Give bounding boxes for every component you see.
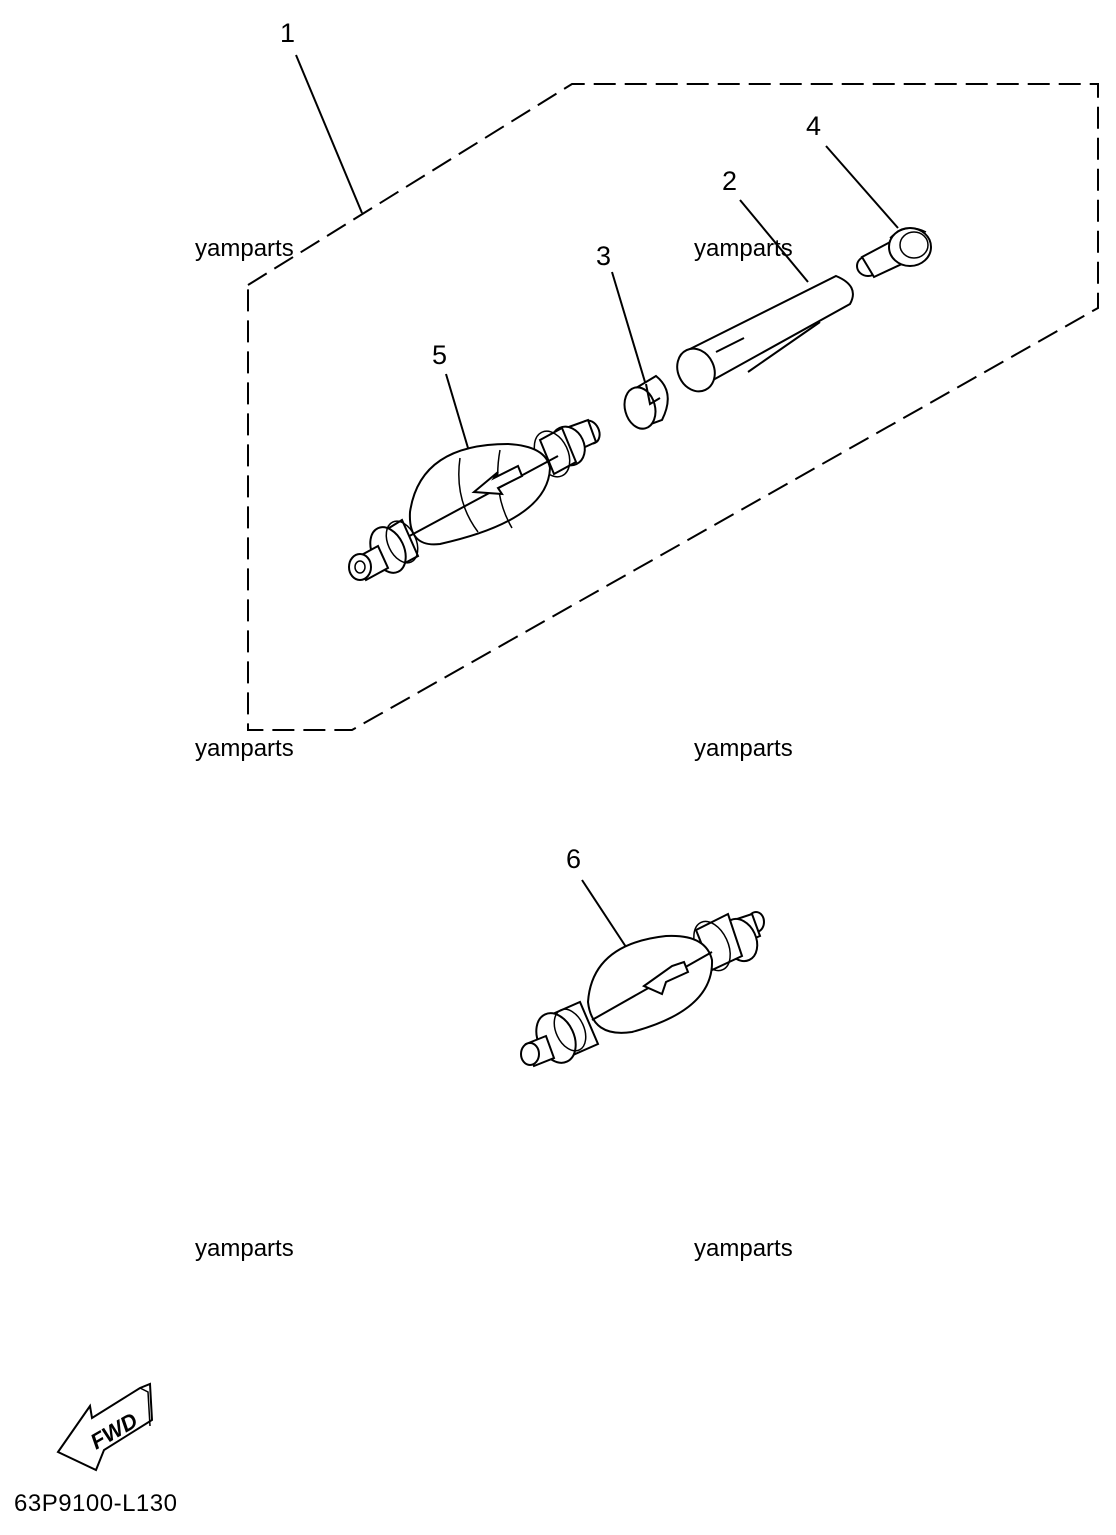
callout-3: 3 — [596, 241, 611, 271]
watermark-text: yamparts — [195, 1235, 294, 1262]
part-5-primer-pump — [348, 418, 601, 582]
watermark-text: yamparts — [195, 735, 294, 762]
fwd-arrow-icon: FWD — [56, 1382, 154, 1472]
part-4-connector — [856, 227, 932, 279]
callout-5: 5 — [432, 340, 447, 370]
part-2-hose — [676, 274, 854, 393]
diagram-code: 63P9100-L130 — [14, 1490, 177, 1517]
watermark-text: yamparts — [694, 735, 793, 762]
part-3-clip — [623, 374, 669, 430]
part-6-primer-pump — [520, 911, 765, 1068]
callout-1: 1 — [280, 18, 295, 48]
callout-2: 2 — [722, 166, 737, 196]
watermark-text: yamparts — [694, 1235, 793, 1262]
callout-numbers: 1 2 3 4 5 6 — [280, 18, 821, 874]
leader-lines — [295, 54, 899, 951]
kit-boundary — [247, 83, 1099, 731]
watermarks: yamparts yamparts yamparts yamparts yamp… — [195, 235, 793, 1262]
callout-6: 6 — [566, 844, 581, 874]
callout-4: 4 — [806, 111, 821, 141]
watermark-text: yamparts — [195, 235, 294, 262]
watermark-text: yamparts — [694, 235, 793, 262]
